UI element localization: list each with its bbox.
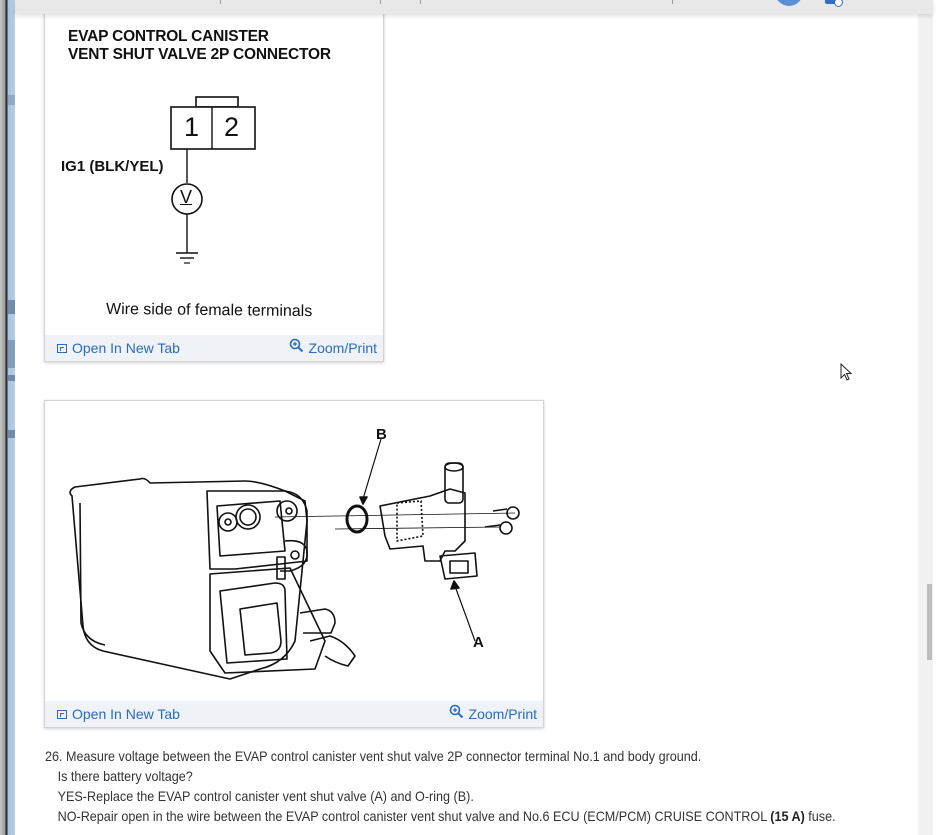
wire-label: IG1 (BLK/YEL)	[61, 158, 164, 175]
diagram-title-line2: VENT SHUT VALVE 2P CONNECTOR	[68, 46, 331, 63]
canister-valve-drawing	[69, 438, 520, 680]
open-in-new-tab-label: Open In New Tab	[72, 340, 180, 356]
open-in-new-tab-link[interactable]: Open In New Tab	[57, 340, 180, 356]
desktop-edge-mark	[8, 300, 15, 314]
procedure-step-26: 26. Measure voltage between the EVAP con…	[45, 746, 935, 826]
desktop-edge-mark	[8, 375, 15, 381]
figure-card-canister: B A Open In New Tab Zoom/Print	[44, 400, 544, 728]
connector-schematic	[170, 96, 256, 264]
toolbar-divider	[380, 0, 381, 4]
step-instruction: 26. Measure voltage between the EVAP con…	[45, 746, 846, 766]
toolbar-divider	[672, 0, 673, 4]
step-instruction-text: Measure voltage between the EVAP control…	[66, 748, 702, 764]
desktop-edge-mark	[8, 340, 15, 368]
desktop-edge-mark	[8, 95, 15, 105]
mouse-cursor-icon	[840, 363, 853, 381]
desktop-edge	[0, 0, 15, 835]
zoom-print-label: Zoom/Print	[308, 340, 377, 356]
top-toolbar	[15, 0, 933, 14]
zoom-print-label: Zoom/Print	[468, 706, 537, 722]
step-question: Is there battery voltage?	[57, 768, 193, 784]
diagram-title-line1: EVAP CONTROL CANISTER	[68, 28, 269, 45]
toolbar-divider	[420, 0, 421, 4]
desktop-edge-mark	[8, 430, 15, 438]
open-in-new-tab-link[interactable]: Open In New Tab	[57, 706, 180, 722]
terminal-1-label: 1	[184, 112, 200, 142]
callout-label-a: A	[473, 634, 484, 651]
notification-badge-icon[interactable]	[825, 0, 843, 7]
voltmeter-symbol: V	[180, 187, 193, 207]
open-in-new-tab-label: Open In New Tab	[72, 706, 180, 722]
fuse-rating: (15 A)	[770, 808, 805, 824]
canister-illustration: B A	[45, 401, 543, 701]
zoom-in-icon	[449, 704, 463, 718]
toolbar-divider	[220, 0, 221, 4]
user-avatar[interactable]	[775, 0, 803, 6]
open-new-tab-icon	[57, 343, 67, 353]
zoom-print-link[interactable]: Zoom/Print	[289, 338, 377, 356]
step-number: 26.	[45, 748, 63, 764]
no-action-text: NO-Repair open in the wire between the E…	[57, 808, 771, 824]
page-content: EVAP CONTROL CANISTER VENT SHUT VALVE 2P…	[15, 0, 933, 835]
open-new-tab-icon	[57, 709, 67, 719]
figure-footer: Open In New Tab Zoom/Print	[45, 335, 383, 361]
figure-card-connector: EVAP CONTROL CANISTER VENT SHUT VALVE 2P…	[44, 8, 384, 362]
figure-footer: Open In New Tab Zoom/Print	[45, 701, 543, 727]
zoom-in-icon	[289, 338, 303, 352]
scrollbar-thumb[interactable]	[927, 584, 932, 660]
callout-label-b: B	[376, 426, 387, 443]
step-yes-action: YES-Replace the EVAP control canister ve…	[57, 788, 474, 804]
terminal-2-label: 2	[224, 112, 240, 142]
zoom-print-link[interactable]: Zoom/Print	[449, 704, 537, 722]
connector-diagram: EVAP CONTROL CANISTER VENT SHUT VALVE 2P…	[45, 9, 383, 335]
step-no-action: NO-Repair open in the wire between the E…	[45, 806, 846, 826]
no-action-suffix: fuse.	[804, 808, 836, 824]
scrollbar-track[interactable]	[918, 14, 933, 835]
diagram-caption: Wire side of female terminals	[105, 300, 313, 321]
